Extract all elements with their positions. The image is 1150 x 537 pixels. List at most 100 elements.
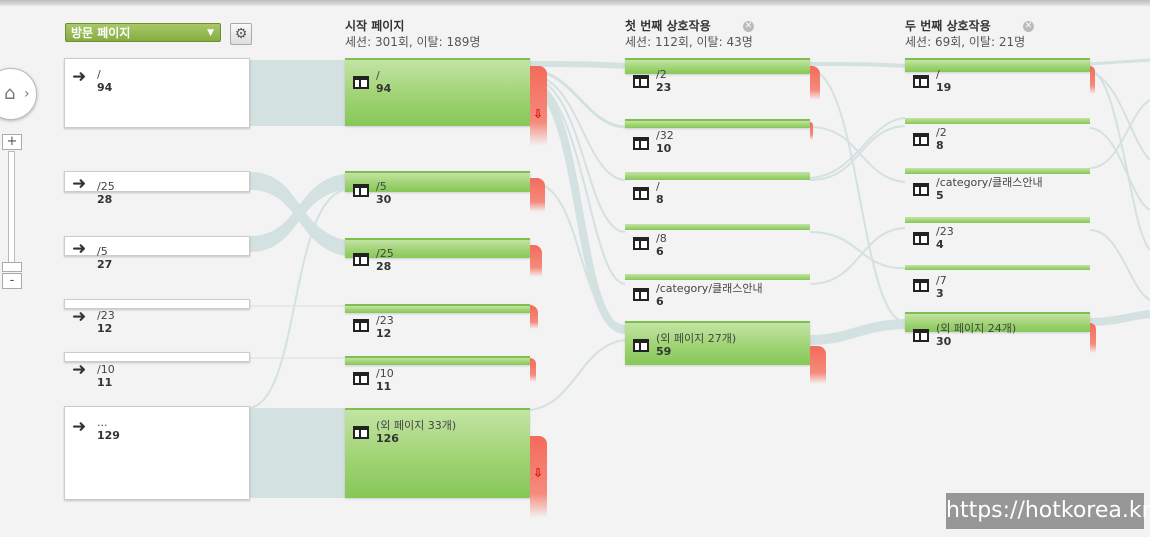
settings-button[interactable]: ⚙ <box>230 23 252 45</box>
column-header-start: 시작 페이지 세션: 301회, 이탈: 189명 <box>345 18 480 50</box>
page-icon <box>633 137 649 150</box>
node-label: /23 <box>376 314 394 327</box>
dropoff-bar[interactable] <box>530 358 536 382</box>
gear-icon: ⚙ <box>234 26 248 42</box>
zoom-in-button[interactable]: + <box>2 134 22 150</box>
page-icon <box>353 319 369 332</box>
source-node[interactable]: ➜ / 94 <box>64 58 250 128</box>
close-icon[interactable]: ✕ <box>1023 21 1034 32</box>
first-interaction-node[interactable]: /32 10 <box>625 119 810 155</box>
node-label: /category/클래스안내 <box>936 176 1043 189</box>
node-count: 59 <box>656 345 672 358</box>
source-node[interactable]: ➜ /25 28 <box>64 171 250 206</box>
start-page-node[interactable]: /25 28 <box>345 238 530 273</box>
source-label: /10 <box>97 363 115 376</box>
flow-src-root <box>250 60 345 126</box>
node-label: /8 <box>656 232 667 245</box>
source-label: /23 <box>97 309 115 322</box>
second-interaction-node[interactable]: /category/클래스안내 5 <box>905 168 1090 202</box>
arrow-right-icon: ➜ <box>72 239 87 259</box>
flow-src-5 <box>250 174 345 252</box>
source-node[interactable]: ➜ /5 27 <box>64 236 250 271</box>
zoom-slider-track[interactable] <box>8 151 15 263</box>
home-icon: ⌂ <box>4 83 16 104</box>
start-page-node[interactable]: /10 11 <box>345 356 530 393</box>
first-interaction-node[interactable]: /category/클래스안내 6 <box>625 274 810 308</box>
page-icon <box>353 372 369 385</box>
source-label: ... <box>97 416 108 429</box>
node-label: /23 <box>936 225 954 238</box>
column-stats: 세션: 301회, 이탈: 189명 <box>345 35 481 49</box>
dimension-dropdown[interactable]: 방문 페이지 ▼ <box>65 23 221 42</box>
dropoff-bar[interactable] <box>1090 323 1096 353</box>
node-label: /32 <box>656 129 674 142</box>
first-interaction-node[interactable]: / 8 <box>625 172 810 206</box>
first-interaction-node[interactable]: /8 6 <box>625 224 810 258</box>
page-icon <box>913 75 929 88</box>
page-icon <box>913 133 929 146</box>
dropoff-bar[interactable] <box>530 178 545 212</box>
node-count: 30 <box>376 193 392 206</box>
second-interaction-node[interactable]: /23 4 <box>905 217 1090 251</box>
node-label: /2 <box>936 126 947 139</box>
arrow-right-icon: ➜ <box>72 417 87 437</box>
page-icon <box>353 76 369 89</box>
source-label: /5 <box>97 245 108 258</box>
source-node[interactable]: ➜ /23 12 <box>64 299 250 335</box>
page-icon <box>353 184 369 197</box>
column-stats: 세션: 69회, 이탈: 21명 <box>905 35 1026 49</box>
column-header-first: 첫 번째 상호작용 세션: 112회, 이탈: 43명 <box>625 18 753 50</box>
page-icon <box>913 183 929 196</box>
node-count: 4 <box>936 238 944 251</box>
start-page-node[interactable]: /5 30 <box>345 171 530 206</box>
node-count: 3 <box>936 287 944 300</box>
close-icon[interactable]: ✕ <box>743 21 754 32</box>
first-interaction-node[interactable]: /2 23 <box>625 58 810 94</box>
zoom-out-button[interactable]: - <box>2 273 22 289</box>
node-label: /10 <box>376 367 394 380</box>
node-count: 5 <box>936 189 944 202</box>
dropoff-bar[interactable] <box>530 436 547 518</box>
source-label: / <box>97 68 101 81</box>
node-count: 8 <box>936 139 944 152</box>
dropoff-bar[interactable] <box>810 122 813 140</box>
node-count: 30 <box>936 335 952 348</box>
node-count: 10 <box>656 142 672 155</box>
source-node[interactable]: ➜ ... 129 <box>64 406 250 500</box>
second-interaction-node[interactable]: /2 8 <box>905 118 1090 152</box>
page-icon <box>633 339 649 352</box>
dropoff-arrow-icon: ⇩ <box>533 107 544 121</box>
dropoff-bar[interactable] <box>530 245 542 277</box>
node-label: /7 <box>936 274 947 287</box>
dropoff-bar[interactable] <box>530 305 538 329</box>
second-interaction-node[interactable]: / 19 <box>905 58 1090 94</box>
source-count: 11 <box>97 376 113 389</box>
node-count: 12 <box>376 327 392 340</box>
page-icon <box>913 329 929 342</box>
second-interaction-node[interactable]: (외 페이지 24개) 30 <box>905 312 1090 348</box>
dropoff-bar[interactable] <box>810 346 826 384</box>
start-page-node[interactable]: / 94 <box>345 58 530 126</box>
page-icon <box>633 75 649 88</box>
arrow-right-icon: ➜ <box>72 174 87 194</box>
start-page-node[interactable]: /23 12 <box>345 304 530 340</box>
node-count: 11 <box>376 380 392 393</box>
source-node[interactable]: ➜ /10 11 <box>64 352 250 389</box>
dropoff-bar[interactable] <box>810 66 820 100</box>
page-icon <box>913 232 929 245</box>
second-interaction-node[interactable]: /7 3 <box>905 265 1090 300</box>
dropoff-bar[interactable] <box>530 66 547 146</box>
source-count: 27 <box>97 258 113 271</box>
source-count: 12 <box>97 322 113 335</box>
dropoff-bar[interactable] <box>1090 66 1095 94</box>
column-title: 두 번째 상호작용 <box>905 19 991 33</box>
start-page-node[interactable]: (외 페이지 33개) 126 <box>345 408 530 498</box>
zoom-slider-handle[interactable] <box>2 262 22 272</box>
flow-src-more <box>250 408 345 498</box>
node-label: /5 <box>376 180 387 193</box>
node-count: 94 <box>376 82 392 95</box>
node-count: 8 <box>656 193 664 206</box>
first-interaction-node[interactable]: (외 페이지 27개) 59 <box>625 321 810 365</box>
dropoff-arrow-icon: ⇩ <box>533 466 544 480</box>
source-label: /25 <box>97 180 115 193</box>
